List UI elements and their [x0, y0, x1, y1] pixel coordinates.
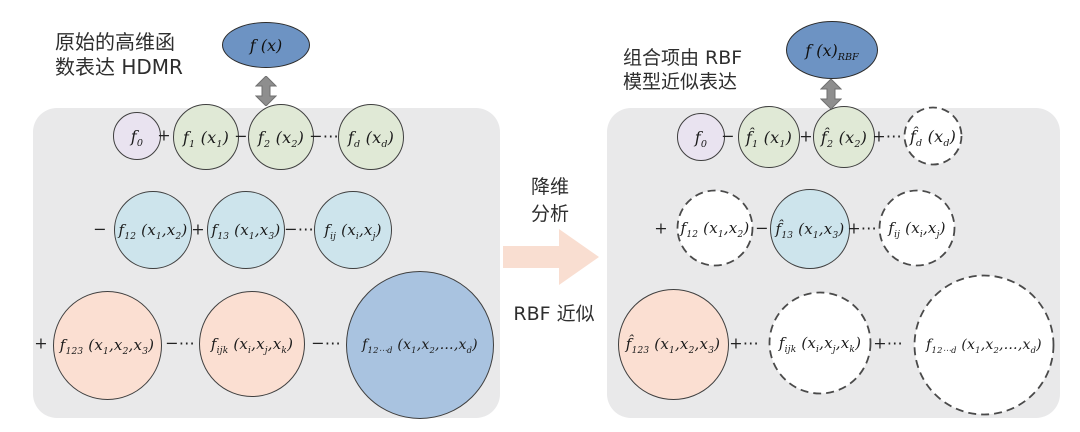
dashed-ring — [676, 189, 754, 267]
double-arrow-icon — [820, 79, 842, 109]
right-caption-line2: 模型近似表达 — [623, 71, 738, 93]
node-rbf-f12-label: f12 (x1,x2) — [680, 219, 750, 240]
node-fij: fij (xi,xj) — [314, 191, 392, 269]
node-rbf-fd-hat: f̂d (xd) — [903, 106, 963, 166]
node-f123-label: f123 (x1,x2,x3) — [59, 336, 155, 357]
fx-ellipse: f (x) — [222, 22, 310, 68]
right-caption-line1: 组合项由 RBF — [623, 47, 743, 69]
op-plusdots-rbf-row3a: +⋯ — [729, 333, 759, 353]
node-f2: f2 (x2) — [248, 104, 314, 170]
node-rbf-fijk: fijk (xi,xj,xk) — [768, 291, 872, 395]
op-plusdots-rbf-row1: +⋯ — [872, 126, 902, 146]
fx-ellipse-label: f (x) — [249, 35, 283, 55]
op-plus-row2: + — [191, 219, 205, 239]
op-minus-rbf-row1: − — [721, 126, 735, 146]
node-rbf-f123-hat-label: f̂123 (x1,x2,x3) — [625, 335, 721, 356]
right-caption: 组合项由 RBF 模型近似表达 — [623, 46, 742, 94]
node-fd: fd (xd) — [338, 104, 404, 170]
node-f0: f0 — [113, 112, 161, 160]
op-minus-rbf-row2: − — [755, 218, 769, 238]
node-f12d-label: f12⋯d (x1,x2,…,xd) — [362, 337, 478, 355]
node-f13: f13 (x1,x3) — [207, 191, 285, 269]
op-plus-rbf-row1: + — [799, 126, 813, 146]
op-dots-row3a: −⋯ — [165, 333, 195, 353]
node-rbf-f2-hat: f̂2 (x2) — [813, 106, 875, 168]
node-fijk-label: fijk (xi,xj,xk) — [210, 335, 294, 356]
op-minus-row2: − — [93, 219, 107, 239]
node-rbf-f13-hat-label: f̂13 (x1,x3) — [775, 220, 845, 241]
node-fd-label: fd (xd) — [347, 127, 395, 150]
op-dots-row1: −⋯ — [309, 126, 339, 146]
op-plus-row1: + — [157, 125, 171, 145]
node-f123: f123 (x1,x2,x3) — [52, 290, 162, 400]
node-rbf-f2-hat-label: f̂2 (x2) — [820, 127, 868, 150]
left-caption-line2: 数表达 HDMR — [55, 55, 183, 79]
node-rbf-f12d-label: f12⋯d (x1,x2,…,xd) — [926, 337, 1042, 355]
double-arrow-icon — [255, 76, 277, 106]
left-caption-line1: 原始的高维函 — [55, 30, 175, 54]
node-rbf-fij: fij (xi,xj) — [878, 189, 956, 267]
middle-bottom-caption: RBF 近似 — [513, 303, 595, 325]
node-rbf-f12: f12 (x1,x2) — [676, 189, 754, 267]
op-plus-rbf-row2: + — [654, 218, 668, 238]
node-rbf-fijk-label: fijk (xi,xj,xk) — [778, 334, 862, 355]
node-fij-label: fij (xi,xj) — [324, 221, 382, 242]
node-rbf-f12d: f12⋯d (x1,x2,…,xd) — [913, 274, 1055, 416]
dashed-ring — [878, 189, 956, 267]
op-dots-row2: −⋯ — [284, 219, 314, 239]
middle-top-caption: 降维 分析 — [500, 174, 600, 228]
node-f12-label: f12 (x1,x2) — [118, 221, 188, 242]
left-caption: 原始的高维函 数表达 HDMR — [55, 30, 183, 80]
node-f1-label: f1 (x1) — [182, 127, 230, 150]
node-rbf-fij-label: fij (xi,xj) — [888, 219, 946, 240]
node-f2-label: f2 (x2) — [257, 127, 305, 150]
dashed-ring — [903, 106, 963, 166]
op-plus-row3: + — [34, 333, 48, 353]
node-rbf-f123-hat: f̂123 (x1,x2,x3) — [617, 288, 729, 400]
node-rbf-f1-hat-label: f̂1 (x1) — [745, 127, 793, 150]
transform-arrow-icon — [503, 229, 599, 285]
fx-rbf-ellipse: f (x)RBF — [786, 21, 878, 79]
op-plusdots-rbf-row3b: +⋯ — [873, 333, 903, 353]
node-rbf-f0-label: f0 — [694, 127, 708, 150]
node-f12d: f12⋯d (x1,x2,…,xd) — [346, 271, 494, 419]
op-plusdots-rbf-row2: +⋯ — [847, 218, 877, 238]
dashed-ring — [913, 274, 1055, 416]
op-minus-row1: − — [234, 126, 248, 146]
node-rbf-f1-hat: f̂1 (x1) — [738, 106, 800, 168]
node-f13-label: f13 (x1,x3) — [211, 221, 281, 242]
middle-top-caption-line1: 降维 — [530, 176, 569, 198]
node-rbf-f0: f0 — [677, 113, 725, 161]
node-f1: f1 (x1) — [173, 104, 239, 170]
node-fijk: fijk (xi,xj,xk) — [199, 291, 305, 397]
dashed-ring — [768, 291, 872, 395]
node-f0-label: f0 — [130, 126, 144, 149]
op-dots-row3b: −⋯ — [311, 333, 341, 353]
node-f12: f12 (x1,x2) — [114, 191, 192, 269]
node-rbf-fd-hat-label: f̂d (xd) — [909, 126, 957, 149]
middle-top-caption-line2: 分析 — [530, 203, 569, 225]
node-rbf-f13-hat: f̂13 (x1,x3) — [770, 189, 850, 269]
fx-rbf-ellipse-label: f (x)RBF — [805, 40, 859, 63]
